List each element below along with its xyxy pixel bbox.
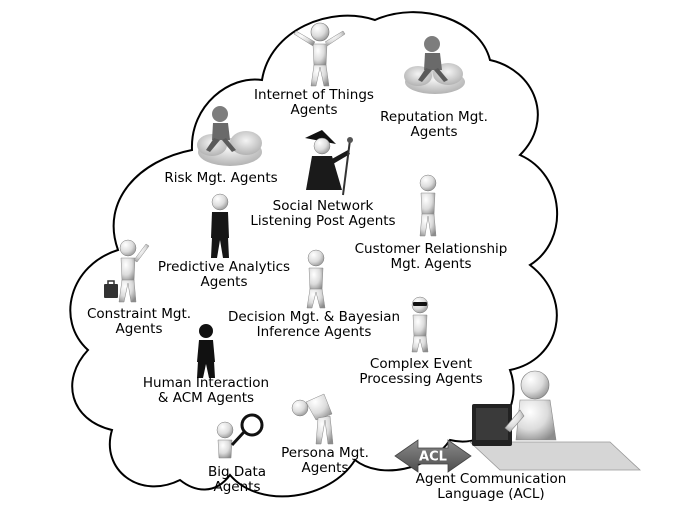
persona-figure <box>291 393 334 445</box>
predictive-agents-line-2: Agents <box>200 274 248 290</box>
human-agents-line-1: Human Interaction <box>142 375 270 391</box>
crm-agents-label: Customer Relationship Mgt. Agents <box>355 242 508 272</box>
cep-agents-line-2: Processing Agents <box>359 371 483 387</box>
bigdata-figure <box>216 413 264 459</box>
decision-agents-line-1: Decision Mgt. & Bayesian <box>227 309 401 325</box>
risk-agents-label: Risk Mgt. Agents <box>164 171 277 186</box>
iot-agents-label: Internet of Things Agents <box>254 88 374 118</box>
risk-agents-line-1: Risk Mgt. Agents <box>164 170 278 186</box>
acl-arrow-label: ACL <box>419 450 447 465</box>
human-agents-label: Human Interaction & ACM Agents <box>143 376 269 406</box>
human-agents-line-2: & ACM Agents <box>157 390 255 406</box>
decision-figure <box>306 249 326 309</box>
persona-agents-line-1: Persona Mgt. <box>281 445 369 461</box>
decision-agents-line-2: Inference Agents <box>256 324 372 340</box>
reputation-agents-label: Reputation Mgt. Agents <box>380 110 488 140</box>
predictive-agents-line-1: Predictive Analytics <box>157 259 291 275</box>
predictive-agents-label: Predictive Analytics Agents <box>158 260 290 290</box>
crm-agents-line-1: Customer Relationship <box>354 241 508 257</box>
acl-caption-line-2: Language (ACL) <box>437 486 545 502</box>
acl-double-arrow: ACL <box>394 439 472 473</box>
bigdata-agents-line-1: Big Data <box>207 464 267 480</box>
social-agents-label: Social Network Listening Post Agents <box>250 199 395 229</box>
social-agents-line-1: Social Network <box>272 198 374 214</box>
social-agents-line-2: Listening Post Agents <box>250 213 396 229</box>
iot-agents-line-2: Agents <box>290 102 338 118</box>
cep-agents-label: Complex Event Processing Agents <box>359 357 482 387</box>
human-figure <box>197 324 215 378</box>
constraint-figure <box>104 239 150 303</box>
constraint-agents-label: Constraint Mgt. Agents <box>87 307 191 337</box>
social-wizard-figure <box>305 130 353 196</box>
constraint-agents-line-1: Constraint Mgt. <box>86 306 192 322</box>
constraint-agents-line-2: Agents <box>115 321 163 337</box>
crm-agents-line-2: Mgt. Agents <box>390 256 472 272</box>
bigdata-agents-line-2: Agents <box>213 479 261 495</box>
workstation-figure <box>468 370 642 471</box>
reputation-agents-line-1: Reputation Mgt. <box>380 109 488 125</box>
cep-figure <box>411 296 429 353</box>
crm-figure <box>419 174 437 237</box>
cep-agents-line-1: Complex Event <box>369 356 473 372</box>
acl-caption: Agent Communication Language (ACL) <box>416 472 567 502</box>
persona-agents-line-2: Agents <box>301 460 349 476</box>
decision-agents-label: Decision Mgt. & Bayesian Inference Agent… <box>228 310 400 340</box>
iot-agents-line-1: Internet of Things <box>254 87 374 103</box>
reputation-figure <box>404 36 465 94</box>
predictive-figure <box>211 193 229 258</box>
bigdata-agents-label: Big Data Agents <box>208 465 266 495</box>
persona-agents-label: Persona Mgt. Agents <box>281 446 369 476</box>
reputation-agents-line-2: Agents <box>410 124 458 140</box>
risk-figure <box>197 106 262 166</box>
acl-caption-line-1: Agent Communication <box>415 471 567 487</box>
iot-figure <box>293 22 346 87</box>
